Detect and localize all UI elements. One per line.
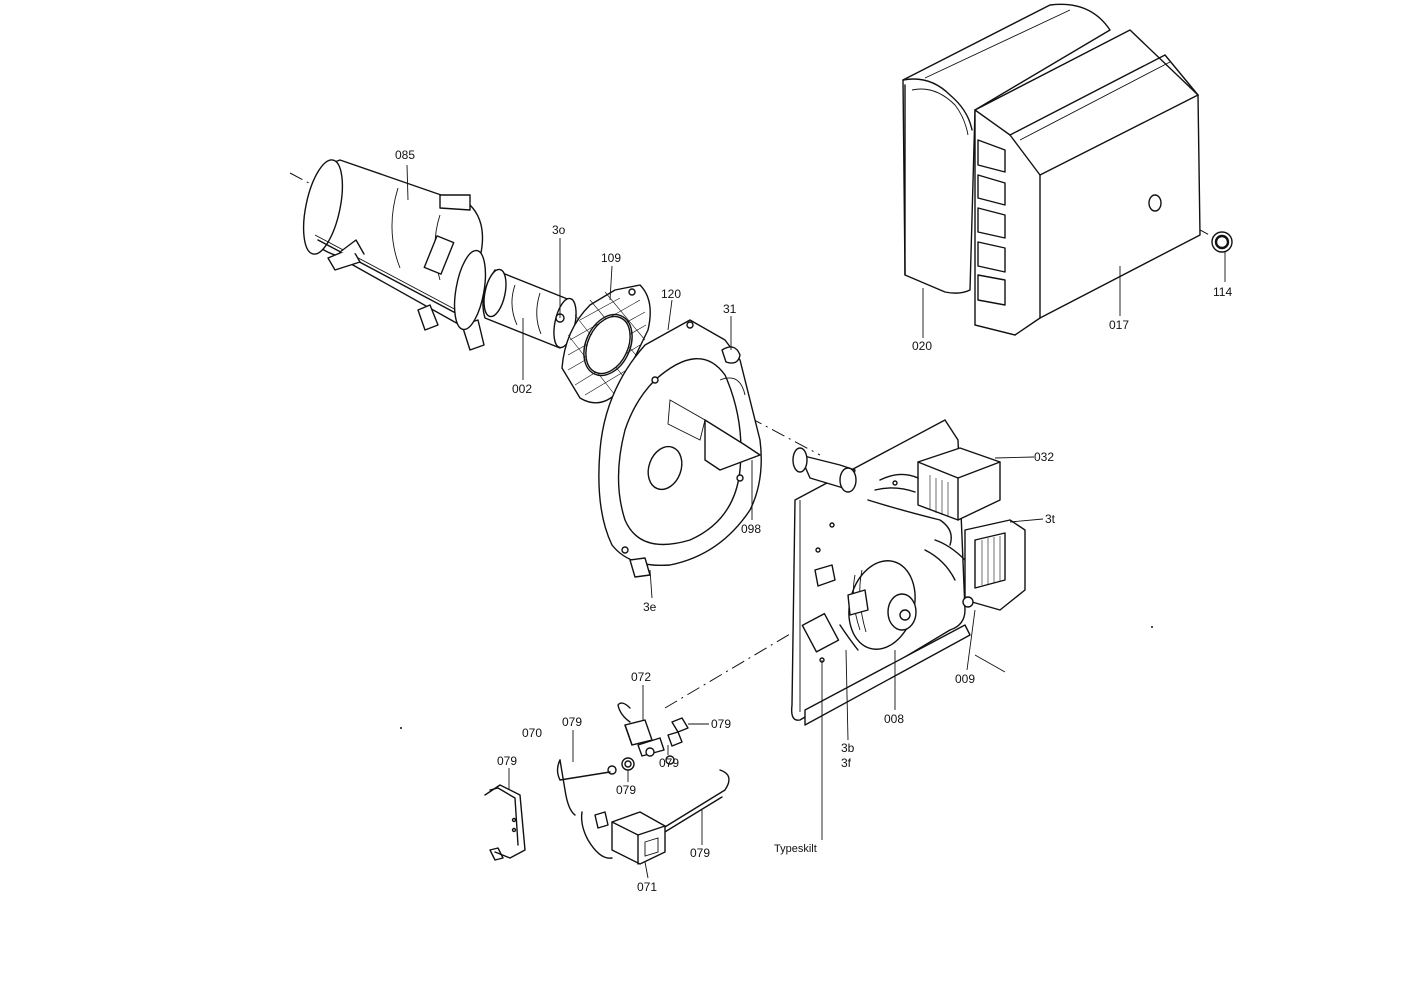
label-120: 120 [661,287,681,301]
control-box-3t [924,519,1026,611]
label-002: 002 [512,382,532,396]
label-3o: 3o [552,223,566,237]
label-3t: 3t [1045,512,1056,526]
part-labels: 085 3o 109 120 31 002 098 3e 032 3t 009 … [395,148,1232,894]
label-085: 085 [395,148,415,162]
label-3e: 3e [643,600,657,614]
pump-fittings-079 [607,717,689,775]
label-079-f: 079 [690,846,710,860]
solenoid-valve-072 [617,702,665,757]
label-032: 032 [1034,450,1054,464]
label-typeskilt: Typeskilt [774,843,817,855]
label-079-a: 079 [562,715,582,729]
label-071: 071 [637,880,657,894]
label-109: 109 [601,251,621,265]
label-009: 009 [955,672,975,686]
bracket-079 [484,784,526,861]
pump-071 [594,811,666,865]
stray-mark [1151,626,1153,628]
label-114: 114 [1213,285,1232,299]
grommet-114 [1211,231,1233,253]
burner-head-002 [482,268,577,349]
ignition-transformer-032 [867,447,1001,546]
label-31-top: 31 [723,302,737,316]
label-3f: 3f [841,756,852,770]
fan-housing-120 [598,319,762,578]
oil-pipe-079 [556,759,730,859]
label-079-c: 079 [659,756,679,770]
label-3b: 3b [841,741,855,755]
gasket-109 [561,284,651,404]
label-079-d: 079 [497,754,517,768]
blast-tube-085 [302,159,487,351]
label-008: 008 [884,712,904,726]
label-079-b: 079 [711,717,731,731]
label-072: 072 [631,670,651,684]
leader-lines [406,164,1226,879]
label-020: 020 [912,339,932,353]
motor-008 [839,560,917,651]
stray-mark [400,727,402,729]
label-070: 070 [522,726,542,740]
label-079-e: 079 [616,783,636,797]
label-017: 017 [1109,318,1129,332]
burner-cover-020-017 [902,3,1201,336]
label-098: 098 [741,522,761,536]
